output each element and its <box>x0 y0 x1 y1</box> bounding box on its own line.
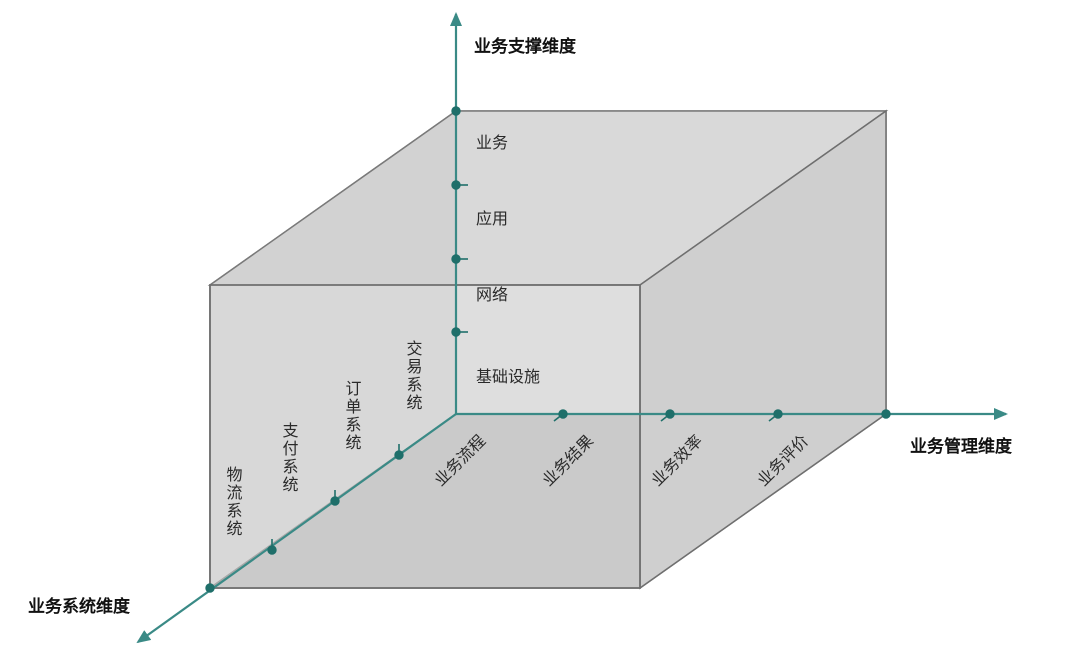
horizontal-axis-title: 业务管理维度 <box>910 436 1013 457</box>
vertical-label-application: 应用 <box>476 209 508 228</box>
depth-axis <box>136 413 457 644</box>
depth-axis-markers <box>205 444 404 593</box>
depth-label-order-system: 订单系统 <box>343 380 362 452</box>
depth-label-payment-system: 支付系统 <box>280 422 299 494</box>
vertical-label-network: 网络 <box>476 285 508 304</box>
depth-label-trading-system: 交易系统 <box>404 340 423 412</box>
vertical-label-infrastructure: 基础设施 <box>476 367 540 386</box>
depth-axis-title: 业务系统维度 <box>28 596 131 617</box>
vertical-label-business: 业务 <box>476 133 508 152</box>
vertical-axis-title: 业务支撑维度 <box>474 36 577 57</box>
depth-label-logistics-system: 物流系统 <box>224 466 243 538</box>
vertical-axis-markers <box>451 106 468 337</box>
horizontal-axis-markers <box>553 409 891 422</box>
